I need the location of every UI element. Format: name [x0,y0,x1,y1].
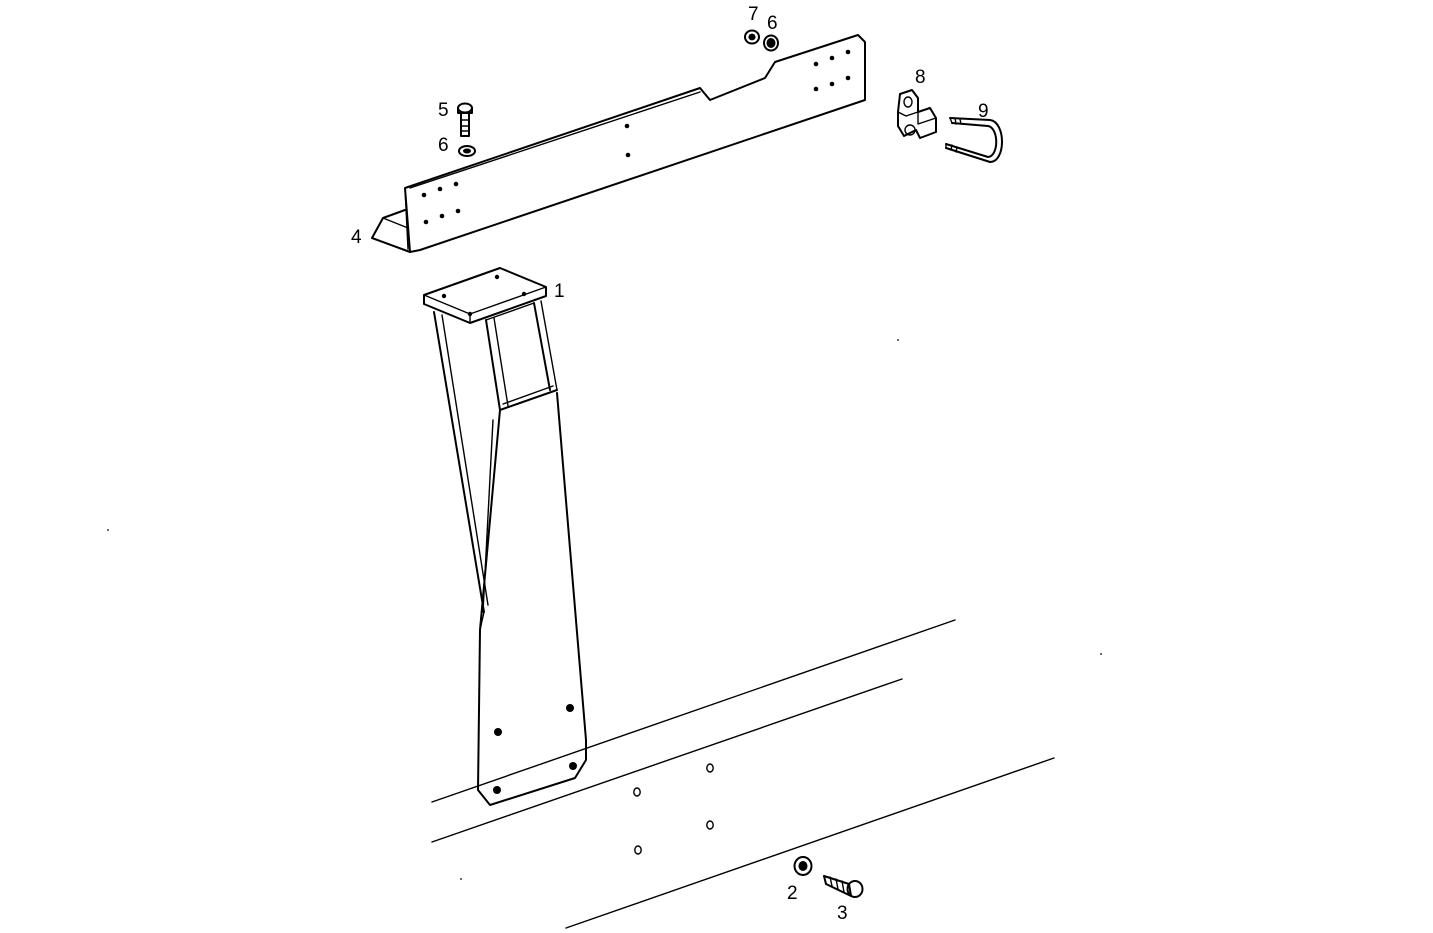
callout-1: 1 [554,281,565,302]
callout-3: 3 [837,903,848,924]
clamp-part-8 [897,89,937,139]
callout-6-left: 6 [438,135,449,156]
callout-8: 8 [915,67,926,88]
callout-2: 2 [787,883,798,904]
bolt-part-5 [457,102,473,137]
callout-4: 4 [351,227,362,248]
u-bolt-part-9 [945,117,1003,163]
rail-hole [634,845,642,855]
scan-speck [107,529,109,531]
scan-speck [897,339,899,341]
scan-speck [1100,653,1102,655]
washer-part-2 [793,856,813,876]
scan-speck [460,878,462,880]
washer-part-6-right [763,34,779,52]
rail-hole [706,763,714,773]
washer-part-6-left [458,145,476,157]
frame-rail [431,619,1055,929]
nut-part-7 [744,29,760,45]
support-bracket-part-1 [423,267,587,806]
rail-hole [706,820,714,830]
bolt-part-3 [823,875,864,898]
callout-7: 7 [748,4,759,25]
callout-9: 9 [978,101,989,122]
callout-6-right: 6 [767,13,778,34]
angle-beam-part-4 [371,34,866,253]
callout-5: 5 [438,100,449,121]
rail-hole [633,787,641,797]
